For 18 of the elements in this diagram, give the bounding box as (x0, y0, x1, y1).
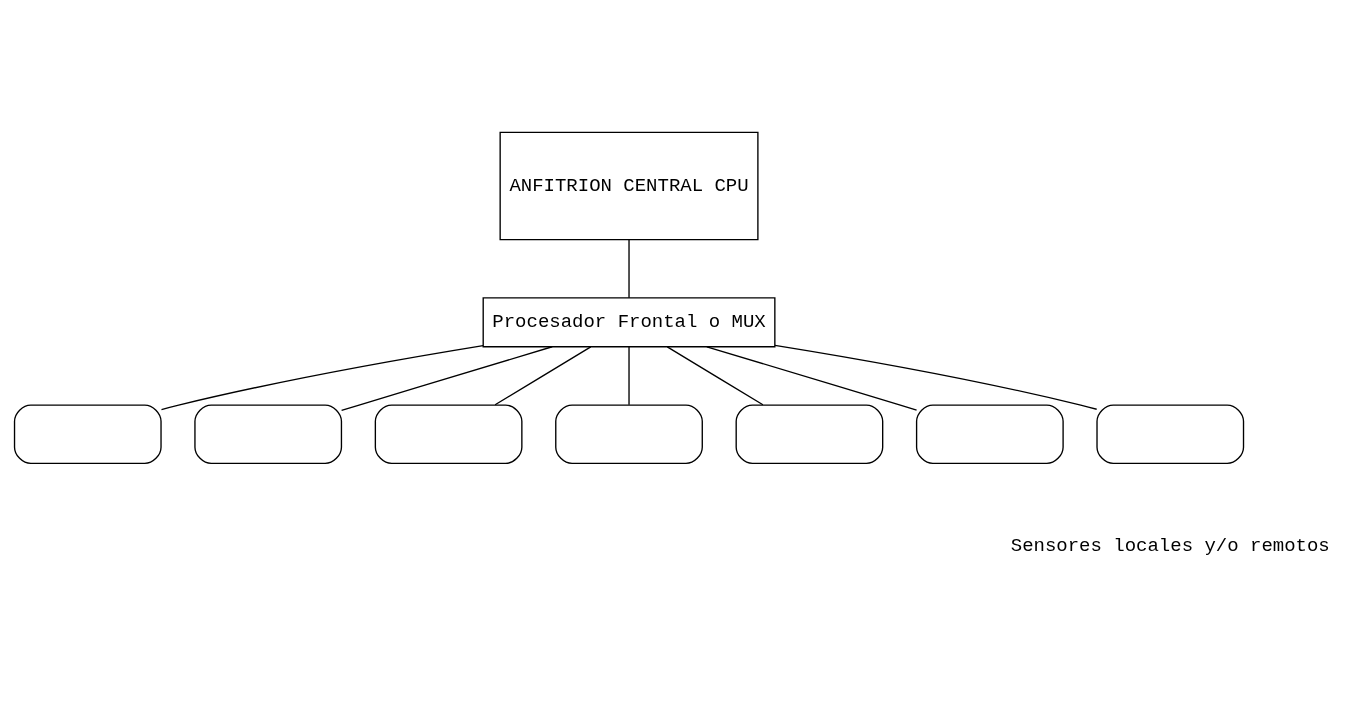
node-box (735, 404, 884, 465)
label: Sensores locales y/o remotos (1010, 535, 1330, 558)
connector (666, 346, 764, 406)
connector (774, 344, 1098, 410)
node-box: Procesador Frontal o MUX (482, 297, 776, 348)
connector (706, 346, 918, 411)
node-box (555, 404, 703, 465)
node-box (915, 404, 1064, 465)
connector (160, 344, 484, 411)
connector (628, 346, 630, 406)
connector (494, 346, 592, 406)
node-box (13, 404, 162, 465)
connector (340, 346, 553, 412)
node-box (194, 404, 343, 465)
node-box: ANFITRION CENTRAL CPU (499, 131, 759, 241)
node-box (374, 404, 523, 465)
node-box (1096, 404, 1245, 465)
connector (628, 239, 630, 299)
